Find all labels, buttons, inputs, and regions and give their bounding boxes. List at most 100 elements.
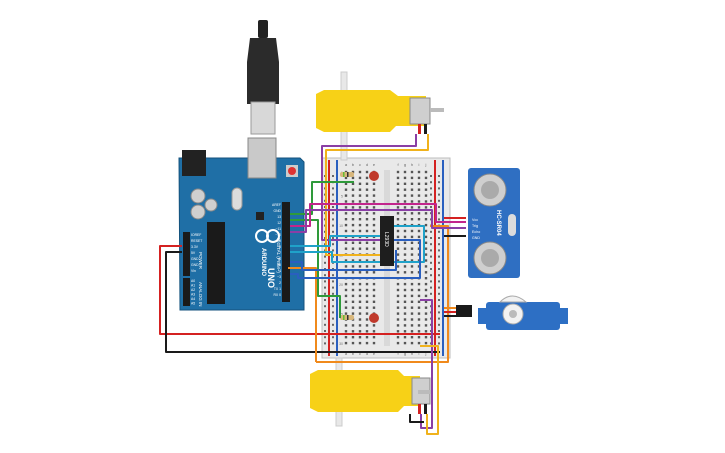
wire-cyan-1	[290, 235, 380, 247]
wire-orange-loop	[316, 225, 449, 363]
arduino-uno-board[interactable]: ARDUINO UNO DIGITAL (PWM~) POWER ANALOG …	[178, 137, 305, 311]
column-label: f	[397, 351, 399, 356]
wire-green-2	[290, 219, 341, 318]
column-label: c	[359, 162, 361, 167]
column-label: d	[366, 351, 368, 356]
resistor-bottom[interactable]	[340, 315, 354, 320]
power-pin-label: 5V	[191, 251, 196, 255]
column-label: h	[411, 351, 413, 356]
column-label: d	[366, 162, 368, 167]
dc-motor-bottom[interactable]	[310, 357, 432, 427]
usb-port	[247, 137, 277, 179]
dc-motor-top[interactable]	[316, 71, 444, 161]
digital-pin-label: ~3	[277, 275, 281, 279]
power-header	[183, 232, 190, 276]
wire-cyan-2	[290, 251, 380, 263]
analog-pin-label: A5	[191, 302, 195, 306]
wire-ground-black	[165, 251, 440, 353]
column-label: j	[425, 351, 427, 356]
l293d-label: L293D	[383, 232, 389, 247]
analog-label: ANALOG IN	[198, 282, 203, 307]
row-number: 10	[339, 224, 343, 228]
arduino-brand-label: UNO	[266, 268, 276, 288]
digital-label: DIGITAL (PWM~)	[276, 238, 281, 273]
digital-pin-label: TX 1	[274, 287, 281, 291]
analog-pin-label: A1	[191, 284, 195, 288]
digital-pin-label: GND	[273, 209, 281, 213]
digital-pin-label: 4	[279, 269, 281, 273]
usb-cable[interactable]	[247, 20, 279, 135]
digital-pin-label: AREF	[272, 203, 281, 207]
column-label: e	[373, 351, 376, 356]
led-top[interactable]	[369, 171, 379, 181]
ultrasonic-pin-label: GND	[472, 236, 480, 240]
wire-motor-top-purple	[321, 134, 417, 241]
row-number: 30	[339, 342, 343, 346]
analog-header	[183, 278, 190, 306]
column-label: a	[345, 351, 348, 356]
row-number: 5	[341, 195, 343, 199]
wire-blue-2	[290, 239, 421, 279]
digital-pin-label: ~10	[275, 233, 281, 237]
row-number: 25	[339, 313, 343, 317]
digital-header	[282, 202, 290, 302]
wire-orange-loop-2	[288, 267, 317, 362]
ultrasonic-label: HC-SR04	[495, 210, 501, 236]
wire-blue-1	[290, 250, 397, 271]
power-pin-label: GND	[191, 263, 199, 267]
resistor-top[interactable]	[340, 172, 354, 177]
analog-pin-label: A0	[191, 279, 195, 283]
column-label: f	[397, 162, 399, 167]
column-label: a	[345, 162, 348, 167]
power-pin-label: IOREF	[191, 233, 201, 237]
power-pin-label: 3.3V	[191, 245, 199, 249]
arduino-logo-icon	[255, 229, 280, 243]
power-pin-label: Vin	[191, 269, 196, 273]
digital-pin-label: ~11	[276, 227, 282, 231]
wire-power-red	[159, 245, 440, 335]
power-pin-label: GND	[191, 257, 199, 261]
wire-motor-bottom-purple	[420, 299, 433, 429]
wire-motor-top-yellow	[325, 134, 429, 256]
wire-motor-bottom-yellow	[420, 345, 439, 435]
analog-pin-label: A2	[191, 288, 195, 292]
digital-pin-label: ~5	[277, 263, 281, 267]
digital-pin-label: 12	[277, 221, 281, 225]
ultrasonic-pin-label: Echo	[472, 230, 480, 234]
digital-pin-label: 7	[279, 251, 281, 255]
column-label: g	[404, 351, 406, 356]
column-label: b	[352, 351, 355, 356]
column-label: c	[359, 351, 361, 356]
wire-motor-bottom-black	[409, 414, 424, 423]
digital-pin-label: ~6	[277, 257, 281, 261]
column-label: j	[425, 162, 427, 167]
column-label: i	[419, 162, 420, 167]
led-bottom[interactable]	[369, 313, 379, 323]
column-label: i	[419, 351, 420, 356]
ultrasonic-pin-label: Trig	[472, 224, 478, 228]
digital-pin-label: 2	[279, 281, 281, 285]
column-label: b	[352, 162, 355, 167]
ultrasonic-pin-label: Vcc	[472, 218, 478, 222]
digital-pin-label: 13	[277, 215, 281, 219]
analog-pin-label: A3	[191, 293, 195, 297]
digital-pin-label: ~9	[277, 239, 281, 243]
row-number: 20	[339, 283, 343, 287]
power-pin-labels: IOREF RESET 3.3V 5V GND GND Vin	[191, 233, 202, 273]
column-label: g	[404, 162, 406, 167]
servo-motor[interactable]	[456, 295, 568, 330]
wire-cyan-3	[394, 225, 425, 263]
analog-pin-label: A4	[191, 297, 195, 301]
digital-pin-label: 8	[279, 245, 281, 249]
power-pin-label: RESET	[191, 239, 202, 243]
power-label: POWER	[198, 252, 203, 270]
l293d-motor-driver[interactable]: L293D	[380, 216, 394, 266]
wires	[159, 134, 466, 435]
wire-green-1	[290, 181, 354, 215]
